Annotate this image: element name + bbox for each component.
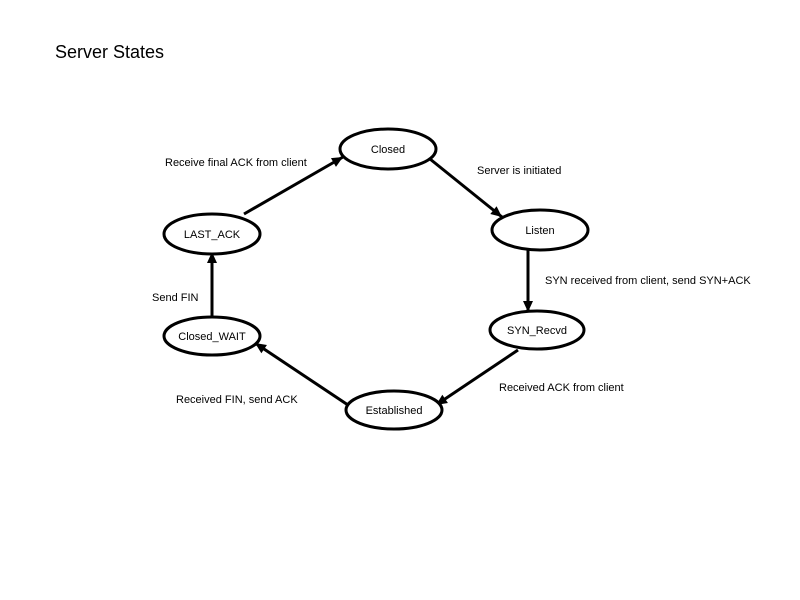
state-label: Closed_WAIT [178,331,246,343]
transition-line [243,155,344,216]
transition-line [435,348,519,407]
transitions-layer [207,155,533,407]
transition-syn_recvd-to-established [435,348,519,407]
arrowhead-icon [490,206,502,217]
arrowhead-icon [255,343,267,354]
arrowhead-icon [330,157,343,167]
transition-established-to-closed_wait [254,341,349,407]
transition-label: Received FIN, send ACK [176,394,298,406]
transition-label: Server is initiated [477,165,561,177]
transition-closed-to-listen [429,157,503,219]
state-node [344,389,444,431]
state-node [338,127,438,171]
state-closed: Closed [338,127,438,171]
transition-closed_wait-to-last_ack [207,252,217,316]
transition-label: Receive final ACK from client [165,157,307,169]
transition-label: SYN received from client, send SYN+ACK [545,275,751,287]
transition-line [429,157,503,219]
transition-line [254,341,349,407]
state-label: LAST_ACK [184,229,241,241]
state-listen: Listen [490,208,590,252]
state-node [162,212,262,256]
page-title: Server States [55,42,165,62]
arrowhead-icon [523,301,533,312]
state-label: SYN_Recvd [507,325,567,337]
state-node [488,309,586,351]
transition-listen-to-syn_recvd [523,250,533,312]
transition-label: Send FIN [152,292,199,304]
state-last-ack: LAST_ACK [162,212,262,256]
state-label: Established [366,405,423,417]
transition-label: Received ACK from client [499,382,624,394]
transition-last_ack-to-closed [243,155,344,216]
state-node [490,208,590,252]
state-established: Established [344,389,444,431]
state-label: Closed [371,144,405,156]
state-label: Listen [525,225,554,237]
state-syn-recvd: SYN_Recvd [488,309,586,351]
arrowhead-icon [207,252,217,263]
state-node [162,315,262,357]
state-closed-wait: Closed_WAIT [162,315,262,357]
